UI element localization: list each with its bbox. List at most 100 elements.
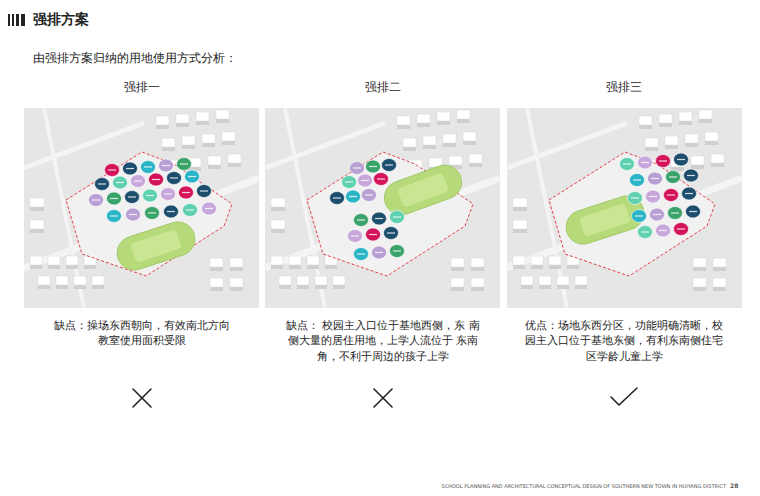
building-side xyxy=(289,265,301,269)
title-bar-icon xyxy=(8,14,25,26)
bubble-mark xyxy=(687,175,695,176)
building-block xyxy=(56,276,68,285)
building-block xyxy=(449,156,462,165)
building-block xyxy=(397,116,410,125)
label-slot: 由强排方案归纳的用地使用方式分析： xyxy=(33,50,333,67)
bubble-mark xyxy=(659,160,667,161)
bubble-mark xyxy=(110,198,118,199)
building-block xyxy=(66,256,78,265)
bubble-mark xyxy=(349,196,357,197)
function-bubble xyxy=(197,185,212,198)
bubble-mark xyxy=(387,232,395,233)
building-side xyxy=(397,125,410,129)
function-bubble xyxy=(390,245,405,258)
bubble-mark xyxy=(375,252,383,253)
building-side xyxy=(471,267,484,271)
running-track xyxy=(562,191,649,248)
bubble-mark xyxy=(641,162,649,163)
label-slot: 28 xyxy=(730,482,750,489)
building-block xyxy=(557,276,569,285)
function-bubble xyxy=(354,214,369,227)
running-track xyxy=(113,217,200,274)
building-side xyxy=(208,165,221,169)
function-bubble xyxy=(143,189,158,202)
building-block xyxy=(513,198,527,207)
building-block xyxy=(693,258,706,267)
function-bubble xyxy=(161,188,176,201)
site-boundary xyxy=(66,152,232,276)
function-bubble xyxy=(366,160,381,173)
bubble-mark xyxy=(92,199,100,200)
bubble-mark xyxy=(365,194,373,195)
bubble-mark xyxy=(393,250,401,251)
building-block xyxy=(182,136,195,145)
building-block xyxy=(228,154,241,163)
building-side xyxy=(521,285,533,289)
building-block xyxy=(216,110,229,119)
building-side xyxy=(66,265,78,269)
function-bubble xyxy=(348,230,363,243)
function-bubble xyxy=(656,224,671,237)
bubble-mark xyxy=(345,181,353,182)
function-bubble xyxy=(390,211,405,224)
bubble-mark xyxy=(353,167,361,168)
function-bubble xyxy=(674,223,689,236)
function-bubble xyxy=(372,212,387,225)
building-side xyxy=(665,145,678,149)
model-ground xyxy=(507,108,742,308)
function-bubble xyxy=(666,171,681,184)
function-bubble xyxy=(185,170,200,183)
building-block xyxy=(271,220,285,229)
building-block xyxy=(74,276,86,285)
site-model-panels xyxy=(24,108,742,308)
building-block xyxy=(521,276,533,285)
label-slot: 强排三 xyxy=(584,79,664,96)
building-side xyxy=(84,265,96,269)
function-bubble xyxy=(145,207,160,220)
bubble-mark xyxy=(351,235,359,236)
building-block xyxy=(289,256,301,265)
building-side xyxy=(469,163,482,167)
bubble-mark xyxy=(200,190,208,191)
function-bubble xyxy=(164,205,179,218)
label-slot: SCHOOL PLANNING AND ARCHITECTURAL CONCEP… xyxy=(326,483,726,489)
bubble-mark xyxy=(182,192,190,193)
bubble-mark xyxy=(188,176,196,177)
building-block xyxy=(417,114,430,123)
building-side xyxy=(230,287,243,291)
function-bubble xyxy=(123,162,138,175)
function-bubble xyxy=(167,172,182,185)
building-side xyxy=(230,267,243,271)
approve-check xyxy=(611,388,637,405)
field-lawn xyxy=(579,203,631,237)
building-block xyxy=(48,256,60,265)
building-side xyxy=(513,265,525,269)
icon-bar xyxy=(8,14,10,26)
site-model xyxy=(507,108,742,308)
building-block xyxy=(639,116,652,125)
bubble-mark xyxy=(659,230,667,231)
cross-stroke xyxy=(374,389,392,407)
function-bubble xyxy=(350,162,365,175)
building-side xyxy=(202,143,215,147)
bubble-mark xyxy=(649,196,657,197)
bubble-mark xyxy=(623,163,631,164)
bubble-mark xyxy=(164,193,172,194)
bubble-mark xyxy=(685,193,693,194)
building-block xyxy=(713,278,726,287)
function-bubble xyxy=(646,190,661,203)
building-side xyxy=(325,265,337,269)
building-side xyxy=(333,285,345,289)
building-block xyxy=(645,138,658,147)
building-side xyxy=(639,125,652,129)
bubble-mark xyxy=(128,196,136,197)
building-block xyxy=(403,138,416,147)
bubble-mark xyxy=(677,159,685,160)
bubble-mark xyxy=(635,215,643,216)
site-boundary xyxy=(307,152,473,276)
building-block xyxy=(679,112,692,121)
building-side xyxy=(30,265,42,269)
bubble-mark xyxy=(677,228,685,229)
building-side xyxy=(513,207,527,211)
cross-stroke xyxy=(133,389,151,407)
